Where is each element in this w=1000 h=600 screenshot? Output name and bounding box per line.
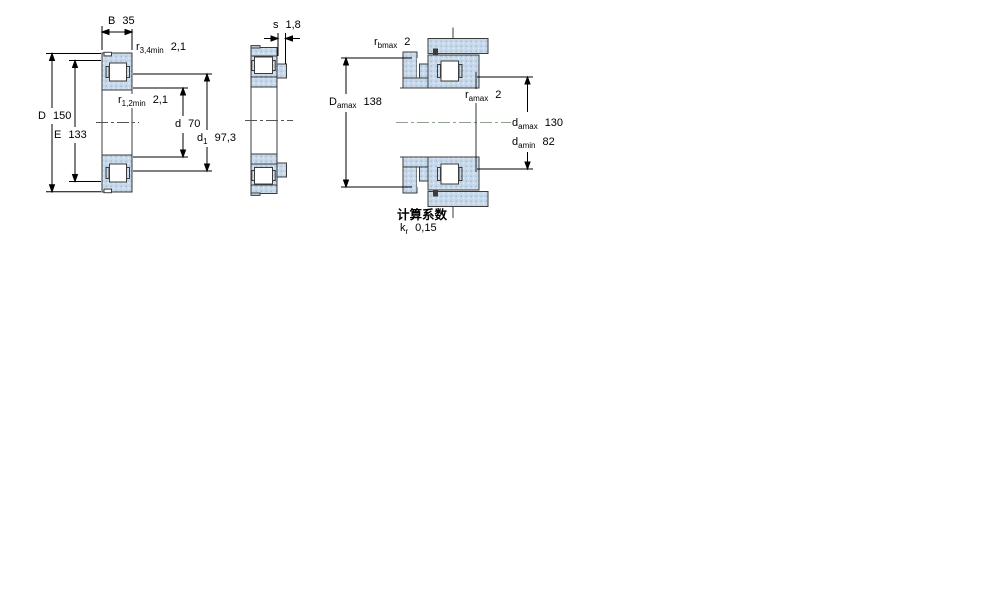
cylindrical-roller-bottom: [254, 167, 273, 185]
side-section-view: [245, 45, 293, 196]
front-section-view: [96, 51, 139, 194]
outer-ring-bottom-section: [250, 184, 278, 194]
cage-tab: [126, 66, 130, 78]
cage-tab: [458, 64, 463, 78]
cage-tab: [437, 64, 441, 78]
housing-section-bottom: [427, 191, 489, 207]
cage-tab: [437, 167, 441, 181]
cylindrical-roller-top: [440, 60, 459, 82]
calculation-factors-heading: 计算系数: [397, 208, 448, 222]
inner-ring-face-lip-bottom: [276, 162, 287, 178]
cage-tab: [105, 66, 110, 78]
outer-ring-top-section: [250, 47, 278, 57]
side-view-dimensions: [264, 33, 300, 64]
mounting-view-dimensions: [341, 56, 533, 189]
cylindrical-roller-top: [254, 56, 273, 74]
shaft-seat-top: [402, 77, 429, 89]
cage-tab: [272, 60, 276, 71]
cage-tab: [251, 170, 256, 181]
snap-ring-tab-bottom: [250, 192, 261, 196]
inner-ring-flange-top: [250, 76, 278, 88]
cylindrical-roller-bottom: [440, 163, 459, 185]
snap-ring-groove-bottom: [103, 188, 112, 194]
cage-tab: [105, 167, 110, 179]
cage-tab: [458, 167, 463, 181]
cage-tab: [272, 170, 276, 181]
front-view-dimensions: [46, 26, 212, 194]
cylindrical-roller-top: [109, 62, 127, 82]
snap-ring-groove-top: [103, 51, 112, 57]
cylindrical-roller-bottom: [109, 163, 127, 183]
cage-tab: [126, 167, 130, 179]
snap-ring-tab-top: [250, 45, 261, 49]
shaft-seat-bottom: [402, 156, 429, 168]
mounting-dimensions-view: [396, 27, 536, 218]
housing-section-top: [427, 38, 489, 54]
inner-ring-flange-bottom: [250, 153, 278, 165]
inner-ring-face-lip-top: [276, 63, 287, 79]
cage-tab: [251, 60, 256, 71]
